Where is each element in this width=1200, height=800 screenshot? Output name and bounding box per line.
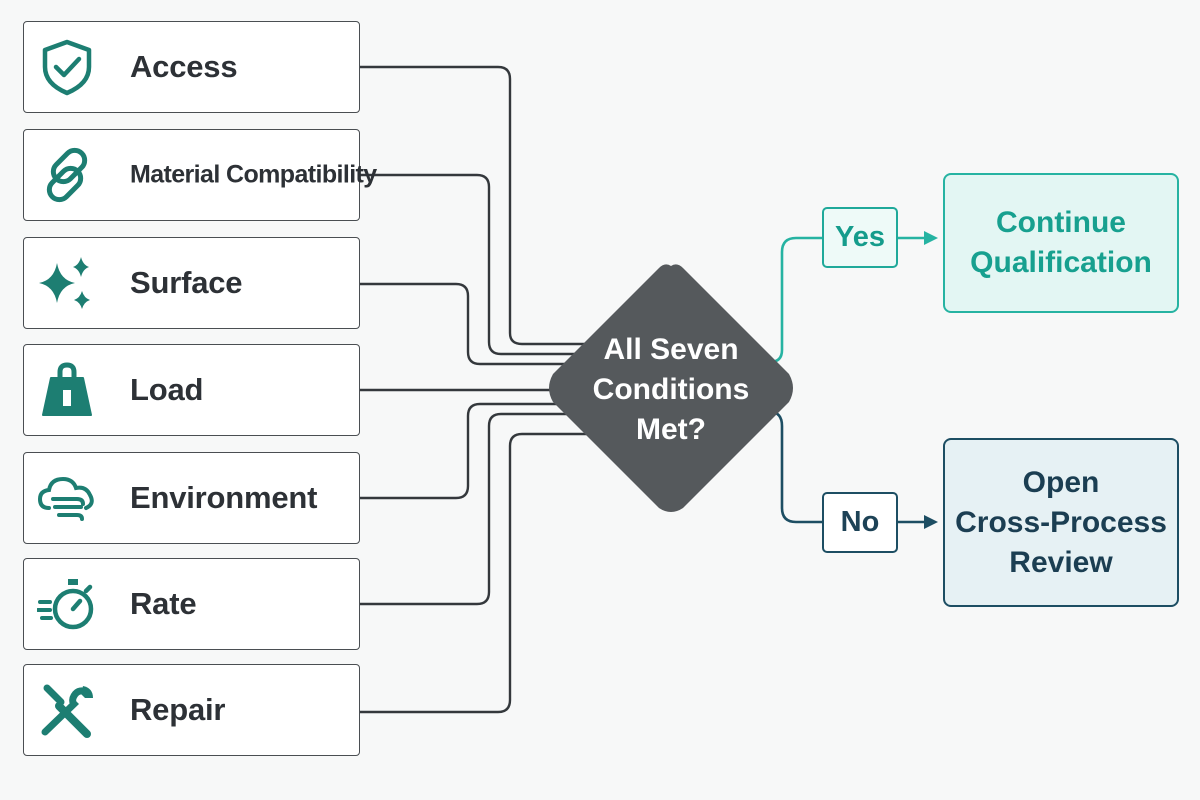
decision-diamond bbox=[549, 264, 793, 512]
condition-environment: Environment bbox=[23, 452, 360, 544]
condition-rate: Rate bbox=[23, 558, 360, 650]
continue-qualification-box: Continue Qualification bbox=[943, 173, 1179, 313]
chain-link-icon bbox=[35, 143, 99, 207]
connector-repair bbox=[360, 432, 590, 714]
condition-load: Load bbox=[23, 344, 360, 436]
no-arrowhead bbox=[924, 515, 938, 529]
condition-repair: Repair bbox=[23, 664, 360, 756]
sparkle-icon bbox=[35, 251, 99, 315]
outcome-line: Continue bbox=[996, 206, 1126, 239]
no-label: No bbox=[822, 492, 898, 553]
condition-material-compatibility: Material Compatibility bbox=[23, 129, 377, 221]
condition-label: Repair bbox=[130, 692, 226, 727]
tools-icon bbox=[35, 678, 99, 742]
connector-access bbox=[360, 65, 590, 346]
condition-label: Surface bbox=[130, 265, 243, 300]
condition-label: Environment bbox=[130, 480, 318, 515]
outcome-line: Cross-Process bbox=[955, 505, 1167, 539]
outcome-line: Review bbox=[1009, 545, 1113, 579]
decision-line: Conditions bbox=[592, 373, 750, 406]
decision-line: All Seven bbox=[603, 333, 739, 366]
weight-icon bbox=[35, 358, 99, 422]
condition-access: Access bbox=[23, 21, 360, 113]
decision-question: All Seven Conditions Met? bbox=[560, 330, 782, 450]
condition-label: Material Compatibility bbox=[130, 160, 377, 189]
cloud-wind-icon bbox=[35, 466, 99, 530]
shield-check-icon bbox=[35, 35, 99, 99]
condition-label: Rate bbox=[130, 586, 197, 621]
yes-label: Yes bbox=[822, 207, 898, 268]
connector-material bbox=[360, 173, 580, 356]
condition-surface: Surface bbox=[23, 237, 360, 329]
connector-environment bbox=[360, 402, 568, 500]
yes-arrowhead bbox=[924, 231, 938, 245]
condition-label: Access bbox=[130, 49, 238, 84]
stopwatch-icon bbox=[35, 572, 99, 636]
connector-surface bbox=[360, 282, 570, 366]
outcome-line: Open bbox=[1022, 465, 1100, 499]
connector-rate bbox=[360, 412, 578, 606]
cross-process-review-box: Open Cross-Process Review bbox=[943, 438, 1179, 607]
outcome-line: Qualification bbox=[970, 246, 1152, 279]
condition-label: Load bbox=[130, 372, 204, 407]
decision-line: Met? bbox=[636, 413, 706, 446]
